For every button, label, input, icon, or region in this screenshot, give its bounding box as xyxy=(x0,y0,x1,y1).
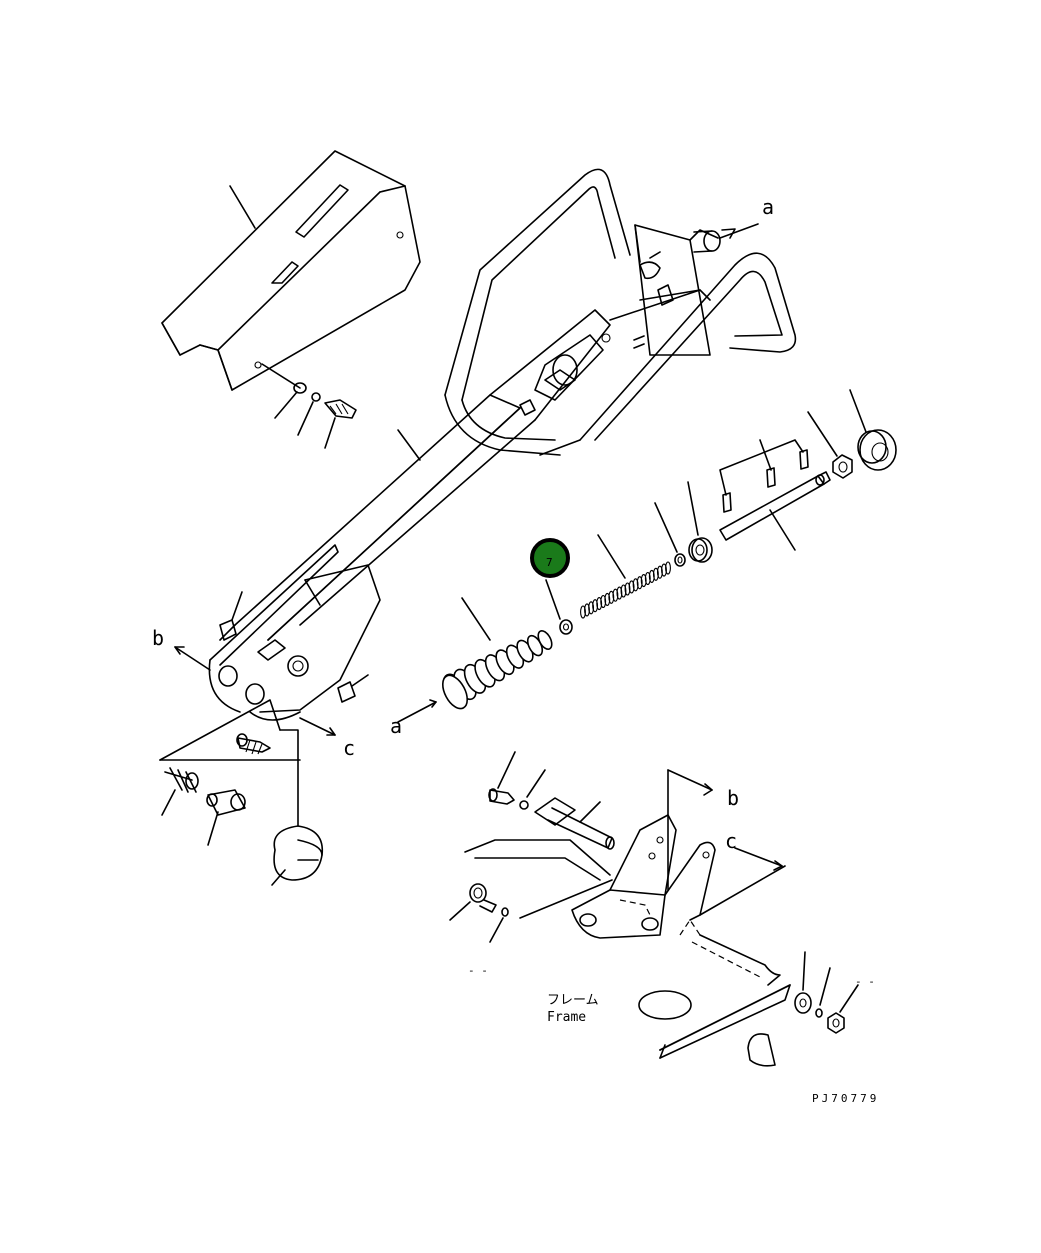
spring-coil xyxy=(648,569,655,583)
spring-coil xyxy=(612,588,619,602)
spring-coil xyxy=(640,574,647,588)
spring-coil xyxy=(632,578,639,592)
cover-fasteners xyxy=(261,363,357,449)
arrow-leaders xyxy=(174,646,437,736)
guard-loop xyxy=(444,168,797,456)
lower-left-parts xyxy=(159,699,324,886)
label-b-right: b xyxy=(727,786,739,810)
spring-coil xyxy=(608,590,615,604)
spring-coil xyxy=(596,597,603,611)
spring-coil xyxy=(584,603,590,617)
rubber-boot xyxy=(441,630,553,710)
frame-label-jp: フレーム xyxy=(547,993,599,1008)
spring-coil xyxy=(636,576,643,590)
boot-fold xyxy=(537,630,553,650)
label-b-left: b xyxy=(152,626,164,650)
pin-assembly xyxy=(654,389,897,567)
spring xyxy=(580,561,671,619)
label-a-left: a xyxy=(390,714,402,738)
callout-badge-7[interactable]: 7 xyxy=(530,538,570,578)
spring-coil xyxy=(665,561,671,575)
spring-coil xyxy=(620,584,627,598)
label-a-top: a xyxy=(762,195,774,219)
spring-coil xyxy=(661,563,667,577)
spring-coil xyxy=(652,567,659,581)
label-c-left: c xyxy=(343,736,355,760)
spring-coil xyxy=(656,565,663,579)
spring-coil xyxy=(592,599,599,613)
dash-mark-right: - - xyxy=(855,975,875,988)
spring-coil xyxy=(580,605,586,619)
washer xyxy=(545,579,573,635)
spring-coil xyxy=(604,592,611,606)
cover-plate xyxy=(161,150,421,391)
lever-arm xyxy=(208,309,611,713)
spring-coil xyxy=(644,571,651,586)
spring-coil xyxy=(624,582,631,596)
dash-mark-left: - - xyxy=(468,964,488,977)
lower-bracket-assembly xyxy=(449,751,859,1067)
drawing-id: PJ70779 xyxy=(812,1092,879,1105)
label-c-right: c xyxy=(725,829,737,853)
spring-coil xyxy=(588,601,595,615)
callout-number: 7 xyxy=(546,556,553,569)
spring-coil xyxy=(600,594,607,609)
spring-coil xyxy=(616,586,623,600)
boot-opening xyxy=(441,674,469,710)
spring-coil xyxy=(628,580,635,594)
frame-label-en: Frame xyxy=(547,1010,586,1025)
